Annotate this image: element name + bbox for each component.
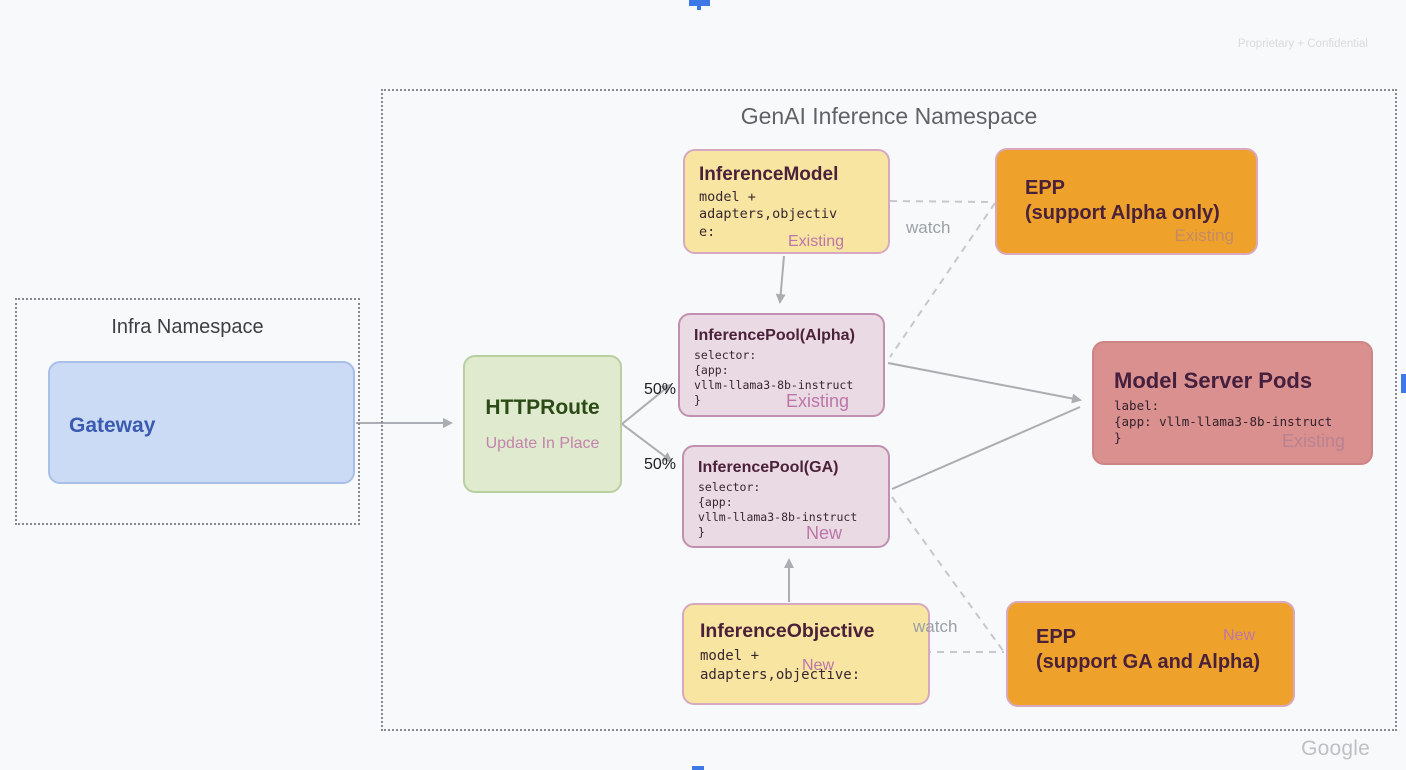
- httproute-title: HTTPRoute: [485, 396, 600, 420]
- selection-handle-top[interactable]: [689, 0, 710, 6]
- inference-pool-alpha-status-badge: Existing: [785, 391, 849, 411]
- model-server-pods-title: Model Server Pods: [1114, 368, 1313, 393]
- confidential-notice: Proprietary + Confidential: [1237, 38, 1368, 50]
- inference-objective-title: InferenceObjective: [700, 620, 875, 642]
- httproute-node[interactable]: HTTPRoute Update In Place: [463, 355, 622, 493]
- epp-ga-node[interactable]: EPP (support GA and Alpha) New: [1006, 601, 1295, 707]
- split-percentage-top-label: 50%: [644, 381, 677, 398]
- gateway-title: Gateway: [69, 414, 156, 437]
- split-percentage-bottom-label: 50%: [644, 456, 677, 473]
- infra-namespace-title: Infra Namespace: [111, 316, 264, 338]
- inference-pool-alpha-node[interactable]: InferencePool(Alpha) selector: {app: vll…: [678, 313, 885, 417]
- inference-objective-status-badge: New: [802, 657, 835, 674]
- inference-pool-ga-code: selector: {app: vllm-llama3-8b-instruct …: [698, 480, 858, 539]
- inference-pool-ga-node[interactable]: InferencePool(GA) selector: {app: vllm-l…: [682, 445, 890, 548]
- gateway-node[interactable]: Gateway: [48, 361, 355, 484]
- selection-handle-right[interactable]: [1401, 374, 1406, 393]
- infra-namespace-box[interactable]: [15, 298, 360, 525]
- inference-pool-ga-status-badge: New: [805, 523, 842, 543]
- inference-model-node[interactable]: InferenceModel model + adapters,objectiv…: [683, 149, 890, 254]
- epp-alpha-title: EPP (support Alpha only): [1025, 177, 1220, 224]
- model-server-pods-status-badge: Existing: [1281, 431, 1345, 451]
- inference-objective-code: model + adapters,objective:: [700, 648, 861, 683]
- inference-model-status-badge: Existing: [787, 233, 844, 250]
- inference-model-title: InferenceModel: [699, 164, 839, 185]
- epp-ga-title: EPP (support GA and Alpha): [1036, 626, 1261, 673]
- watch-label-top: watch: [906, 218, 951, 237]
- epp-alpha-node[interactable]: EPP (support Alpha only) Existing: [995, 148, 1258, 255]
- epp-ga-status-badge: New: [1222, 627, 1255, 644]
- inference-objective-node[interactable]: InferenceObjective model + adapters,obje…: [682, 603, 930, 705]
- genai-namespace-box[interactable]: [381, 89, 1397, 731]
- httproute-subtitle: Update In Place: [485, 434, 600, 452]
- inference-pool-ga-title: InferencePool(GA): [698, 459, 839, 476]
- genai-namespace-title: GenAI Inference Namespace: [740, 103, 1038, 129]
- inference-pool-alpha-code: selector: {app: vllm-llama3-8b-instruct …: [694, 348, 854, 407]
- epp-alpha-status-badge: Existing: [1174, 226, 1234, 245]
- selection-handle-top-dot[interactable]: [697, 6, 701, 10]
- model-server-pods-code: label: {app: vllm-llama3-8b-instruct }: [1114, 397, 1333, 446]
- selection-handle-bottom[interactable]: [692, 766, 704, 770]
- model-server-pods-node[interactable]: Model Server Pods label: {app: vllm-llam…: [1092, 341, 1373, 465]
- google-logo: Google: [1301, 737, 1370, 760]
- watch-label-bottom: watch: [913, 617, 958, 636]
- inference-pool-alpha-title: InferencePool(Alpha): [694, 327, 855, 344]
- inference-model-code: model + adapters,objectiv e:: [699, 188, 838, 240]
